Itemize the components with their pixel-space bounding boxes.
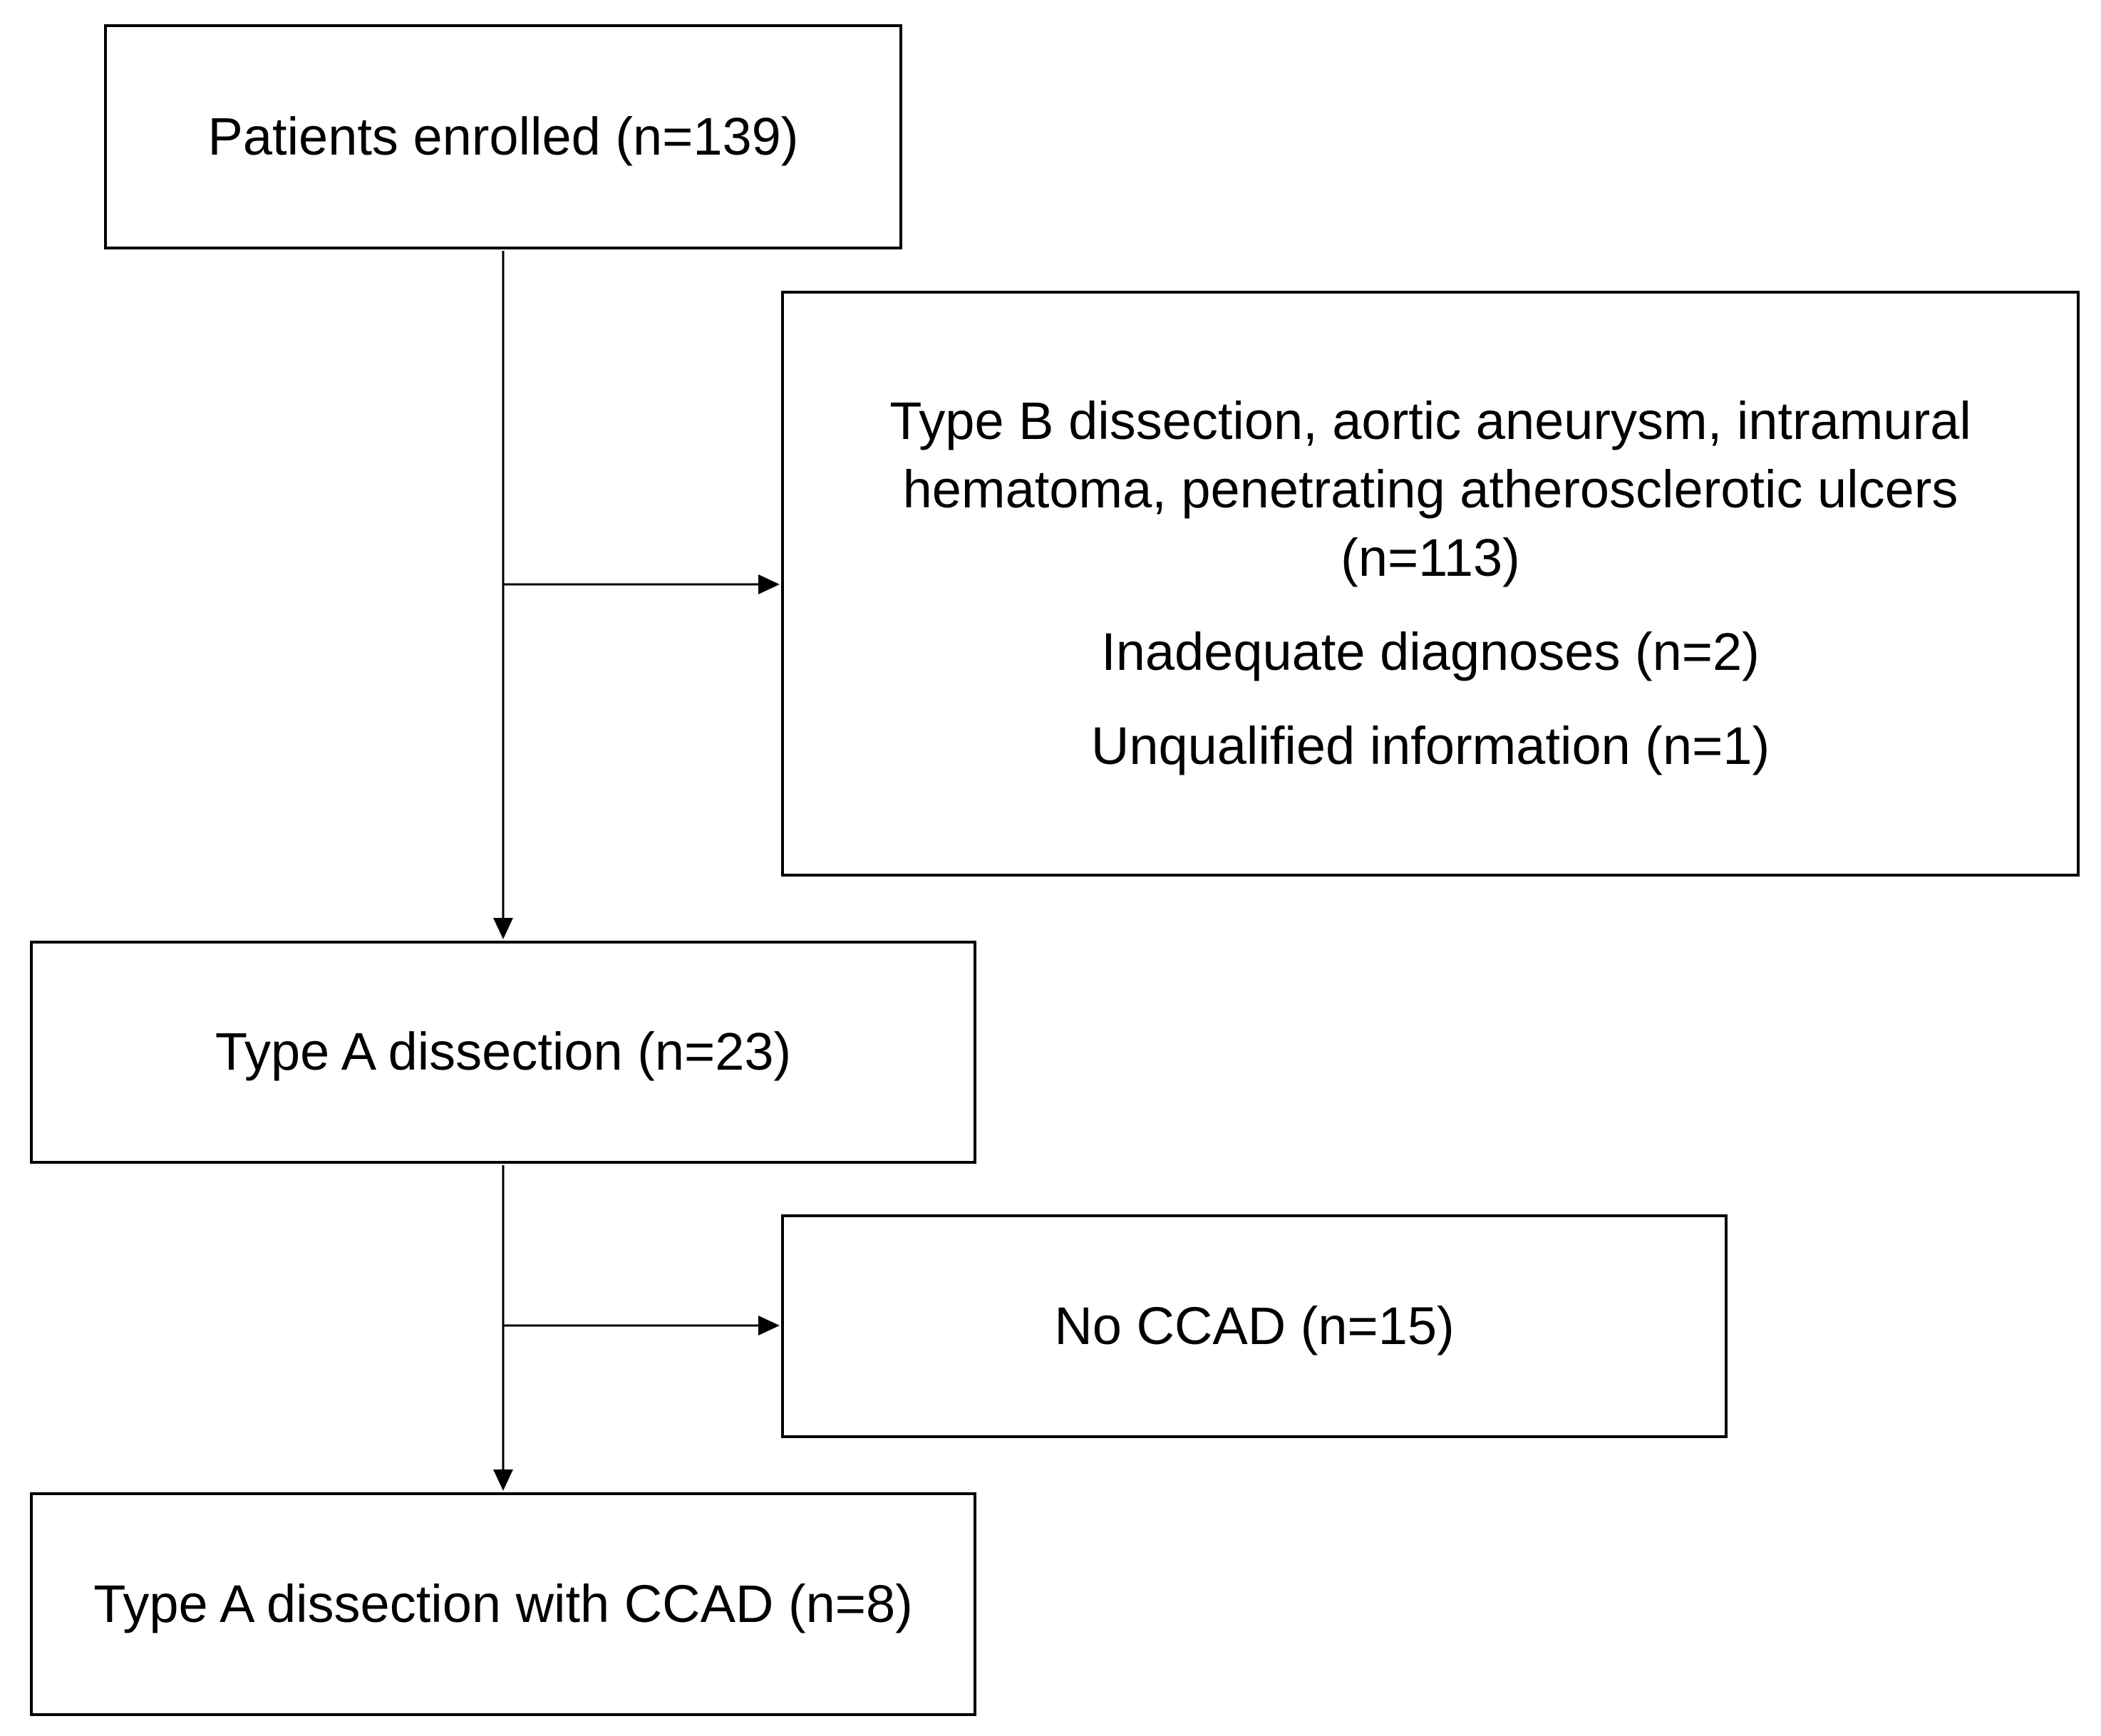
patients-enrolled-label: Patients enrolled (n=139) — [207, 106, 799, 166]
arrowhead-to-no-ccad — [758, 1316, 780, 1335]
type-a-dissection-with-ccad-label: Type A dissection with CCAD (n=8) — [93, 1574, 913, 1633]
no-ccad-label: No CCAD (n=15) — [1054, 1296, 1455, 1355]
arrowhead-to-type-a — [493, 918, 513, 939]
type-a-dissection-label: Type A dissection (n=23) — [215, 1022, 792, 1082]
unqualified-information-label: Unqualified information (n=1) — [1090, 716, 1770, 776]
inadequate-diagnoses-label: Inadequate diagnoses (n=2) — [1101, 622, 1760, 682]
arrowhead-to-excluded — [758, 574, 780, 594]
type-a-dissection-with-ccad-box: Type A dissection with CCAD (n=8) — [30, 1492, 976, 1716]
no-ccad-box: No CCAD (n=15) — [781, 1214, 1728, 1438]
arrowhead-to-type-a-ccad — [493, 1469, 513, 1491]
type-a-dissection-box: Type A dissection (n=23) — [30, 941, 976, 1164]
patients-enrolled-box: Patients enrolled (n=139) — [104, 24, 902, 249]
excluded-patients-box: Type B dissection, aortic aneurysm, intr… — [781, 291, 2080, 877]
excluded-conditions-label: Type B dissection, aortic aneurysm, intr… — [889, 391, 1971, 587]
